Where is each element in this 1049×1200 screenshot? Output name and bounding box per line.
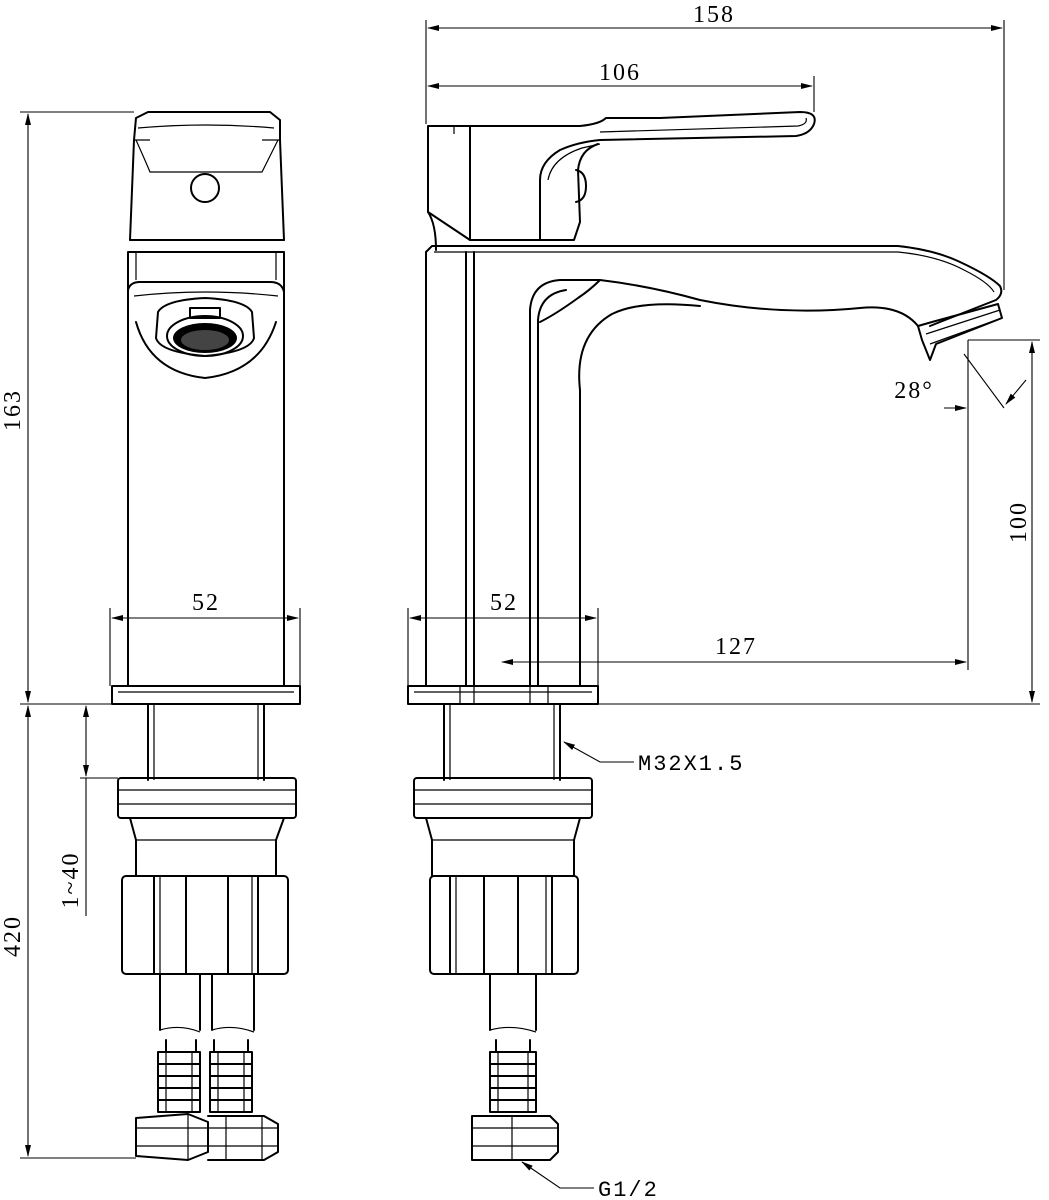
label-52-side: 52: [490, 590, 518, 616]
front-body: [127, 251, 285, 687]
label-158: 158: [693, 2, 735, 28]
front-base-plate: [111, 685, 301, 705]
side-body: [425, 245, 1003, 687]
label-100: 100: [1006, 501, 1032, 543]
handle-screw-icon: [190, 173, 220, 203]
label-52-front: 52: [192, 590, 220, 616]
hose-crimp-right: [209, 1051, 253, 1113]
side-shank: [443, 703, 561, 781]
front-hex-connectors: [135, 1113, 279, 1161]
side-hex-connector: [471, 1115, 559, 1161]
label-28-degrees: 28°: [894, 378, 934, 404]
front-view: [111, 111, 301, 1161]
hose-crimp-left: [157, 1051, 201, 1113]
side-lever: [427, 111, 816, 251]
dimension-lines: [20, 20, 1040, 1189]
front-hoses: [135, 973, 279, 1161]
side-hose-crimp: [489, 1051, 537, 1113]
side-base-plate: [407, 685, 599, 705]
label-163: 163: [0, 389, 26, 431]
side-hose: [471, 973, 559, 1161]
label-106: 106: [599, 60, 641, 86]
front-handle: [129, 111, 285, 241]
side-knurled-nut: [429, 875, 579, 975]
side-view: [407, 111, 1003, 1161]
label-thread: M32X1.5: [638, 752, 744, 777]
front-shank: [147, 703, 265, 781]
label-127: 127: [715, 634, 757, 660]
label-420: 420: [0, 915, 26, 957]
front-knurled-nut: [121, 875, 289, 975]
label-1-40: 1~40: [58, 852, 84, 909]
label-g1-2: G1/2: [598, 1178, 659, 1200]
front-fixing-nut: [117, 777, 297, 877]
side-fixing-nut: [413, 777, 593, 877]
